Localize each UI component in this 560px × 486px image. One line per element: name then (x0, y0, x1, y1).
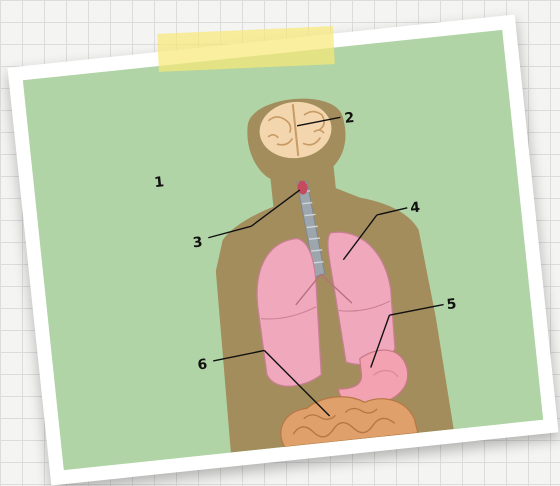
label-6: 6 (197, 357, 208, 374)
label-5: 5 (446, 296, 457, 313)
tape-strip (157, 26, 334, 72)
label-1: 1 (153, 174, 164, 191)
diagram-photo: 1 2 3 4 5 6 (7, 14, 558, 485)
label-3: 3 (192, 234, 203, 251)
diagram-canvas: 1 2 3 4 5 6 (23, 30, 543, 470)
label-4: 4 (410, 199, 422, 216)
label-2: 2 (344, 110, 355, 127)
